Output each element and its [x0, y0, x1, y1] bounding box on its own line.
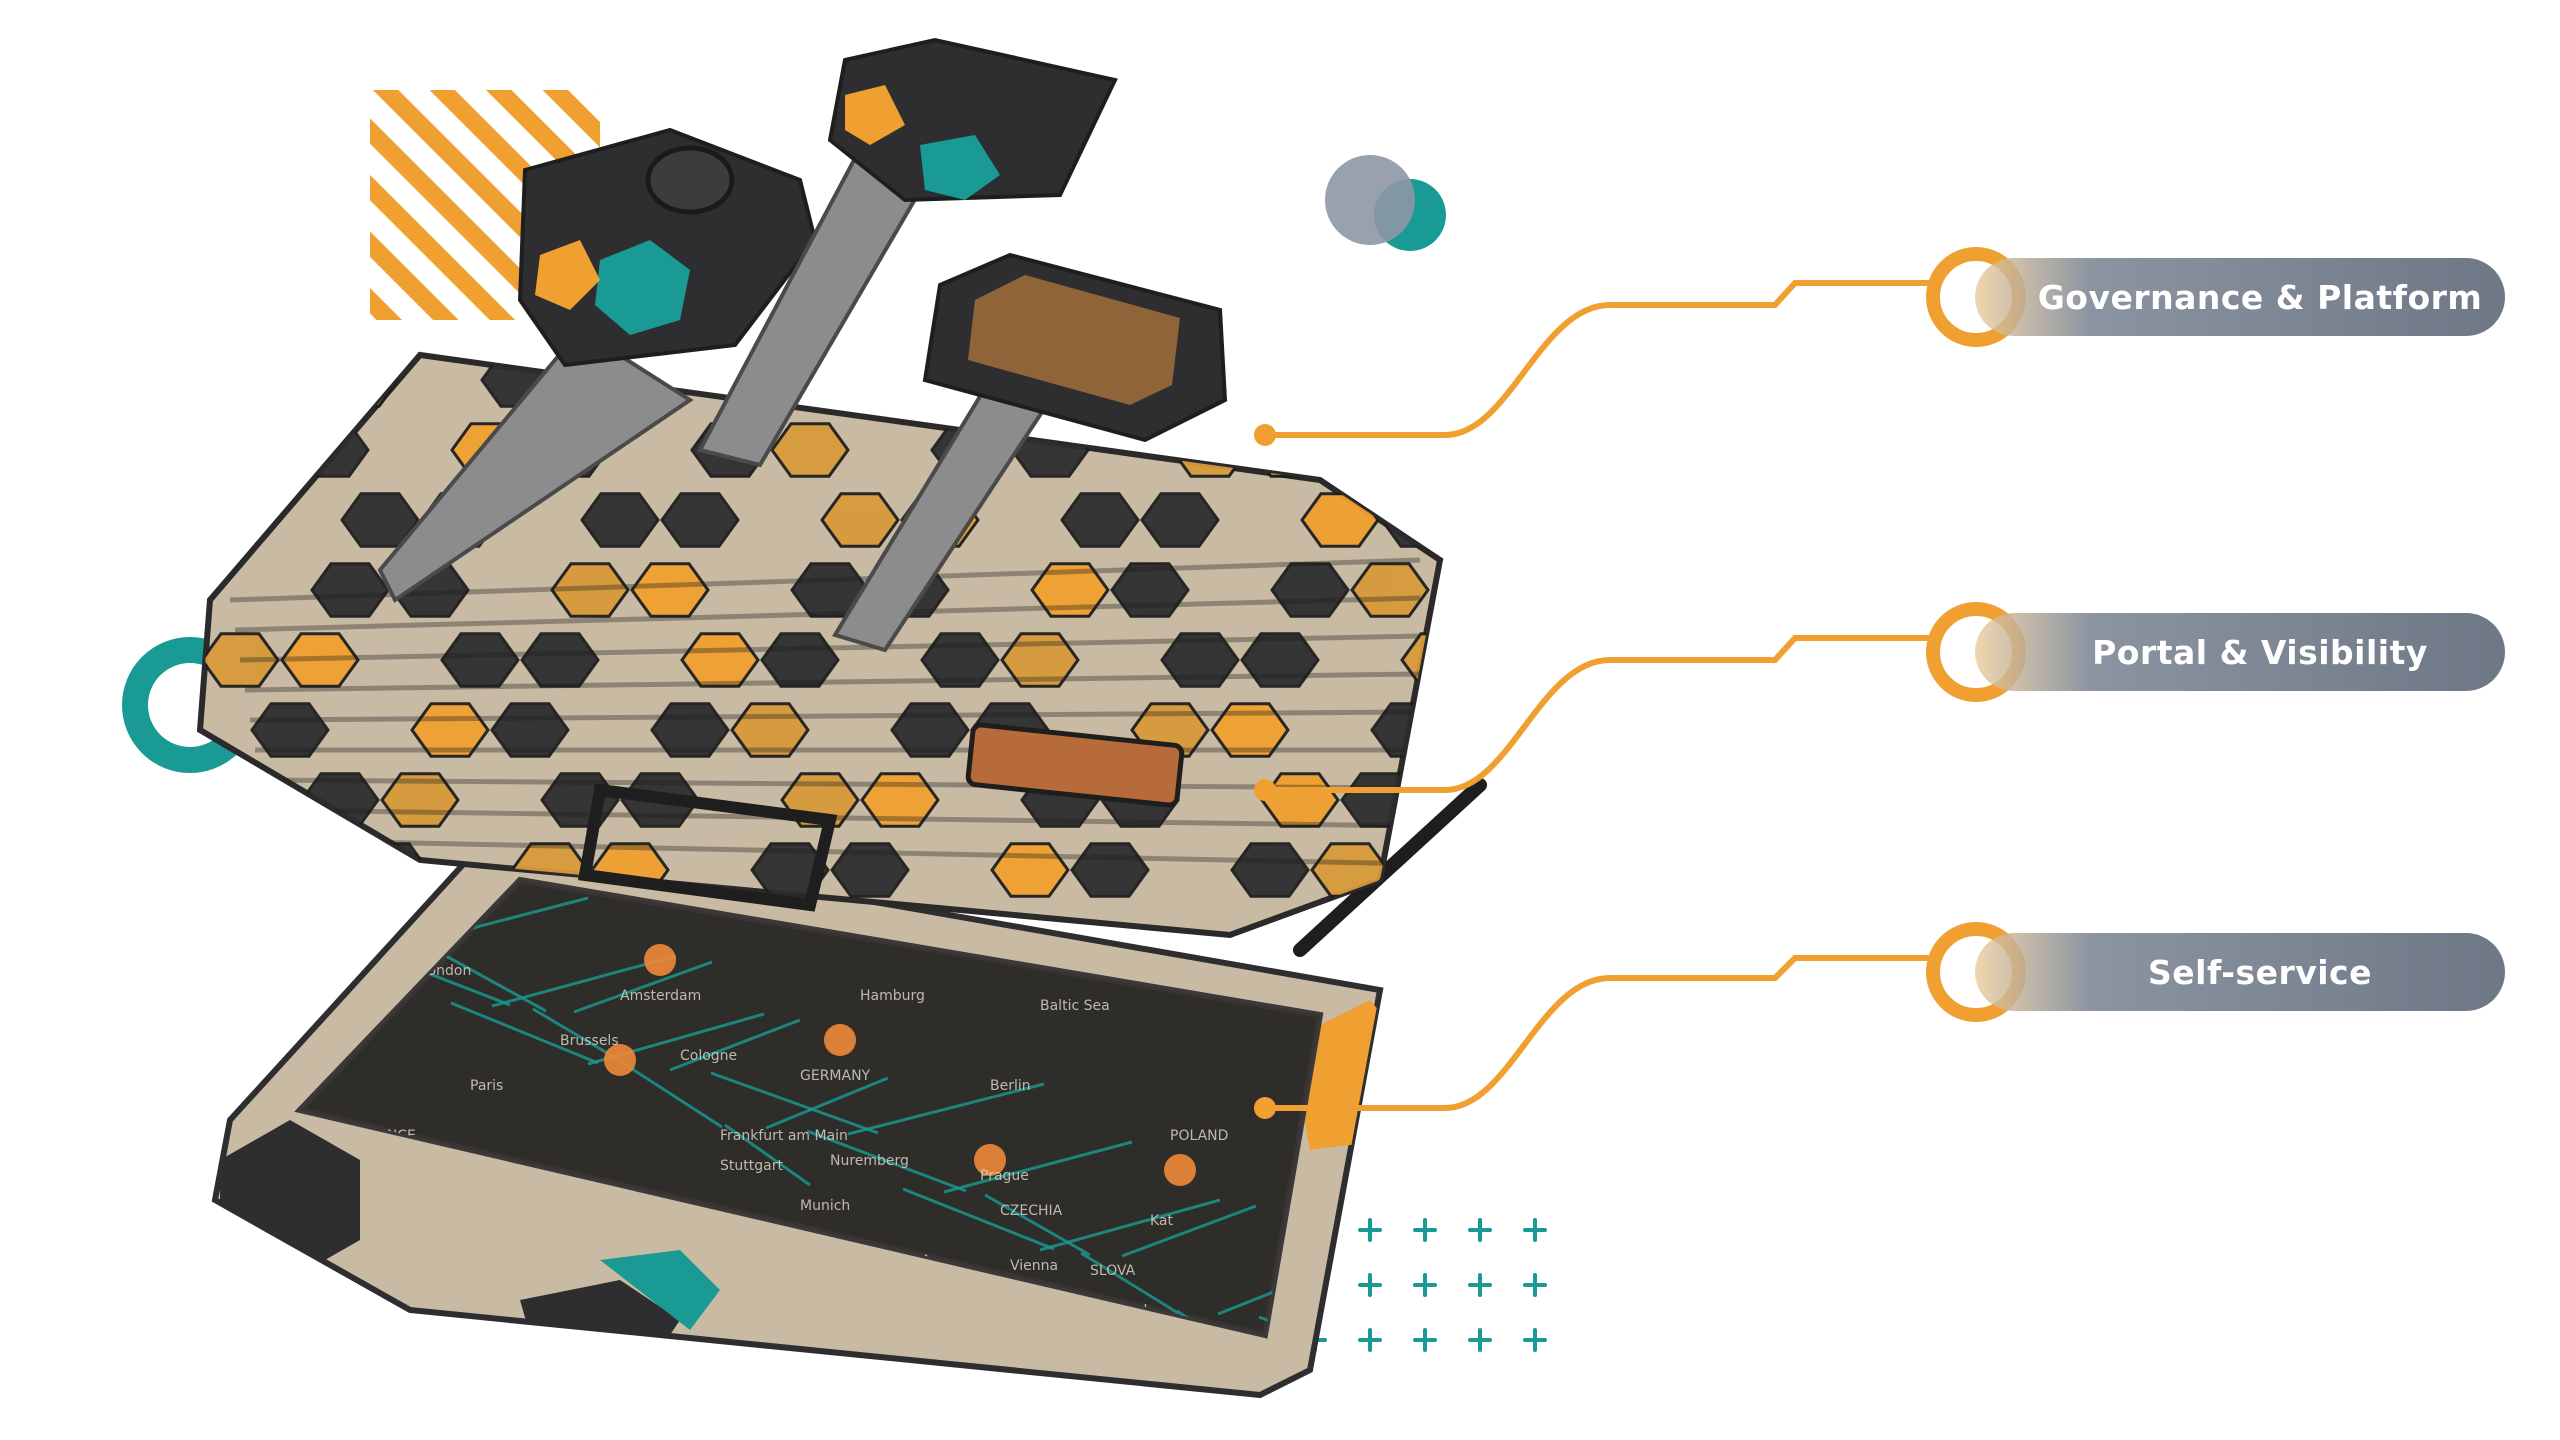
map-label: Nuremberg: [830, 1153, 909, 1169]
map-label: Vienna: [1010, 1258, 1058, 1274]
map-label: CZECHIA: [1000, 1203, 1063, 1219]
map-label: Paris: [470, 1078, 503, 1094]
map-label: Brussels: [560, 1033, 619, 1049]
map-label: Kat: [1150, 1213, 1174, 1229]
portal-visibility-text: Portal & Visibility: [2092, 632, 2428, 672]
middle-key: [697, 37, 1118, 468]
self-service-text: Self-service: [2148, 952, 2372, 992]
map-label: Hamburg: [860, 988, 925, 1004]
connector-dots: [1254, 424, 1276, 1119]
map-label: GERMANY: [800, 1068, 871, 1084]
map-label: SLOVA: [1090, 1263, 1136, 1279]
map-label: Baltic Sea: [1040, 998, 1110, 1014]
map-label: POLAND: [1170, 1128, 1228, 1144]
callout-connectors: [1262, 280, 1933, 1111]
map-label: Berlin: [990, 1078, 1031, 1094]
map-label: Cologne: [680, 1048, 737, 1064]
left-key: [377, 127, 818, 603]
governance-platform-text: Governance & Platform: [2037, 277, 2483, 317]
portal-visibility-label: Portal & Visibility: [1975, 613, 2505, 691]
governance-platform-label: Governance & Platform: [1975, 258, 2505, 336]
map-label: Stuttgart: [720, 1158, 783, 1174]
map-label: Prague: [980, 1168, 1029, 1184]
map-label: Amsterdam: [620, 988, 701, 1004]
right-key: [831, 252, 1228, 653]
map-label: Munich: [800, 1198, 850, 1214]
self-service-label: Self-service: [1975, 933, 2505, 1011]
map-label: Frankfurt am Main: [720, 1128, 848, 1144]
plus-grid-decoration: [1303, 1218, 1547, 1352]
overlapping-circles-decoration: [1325, 155, 1446, 251]
